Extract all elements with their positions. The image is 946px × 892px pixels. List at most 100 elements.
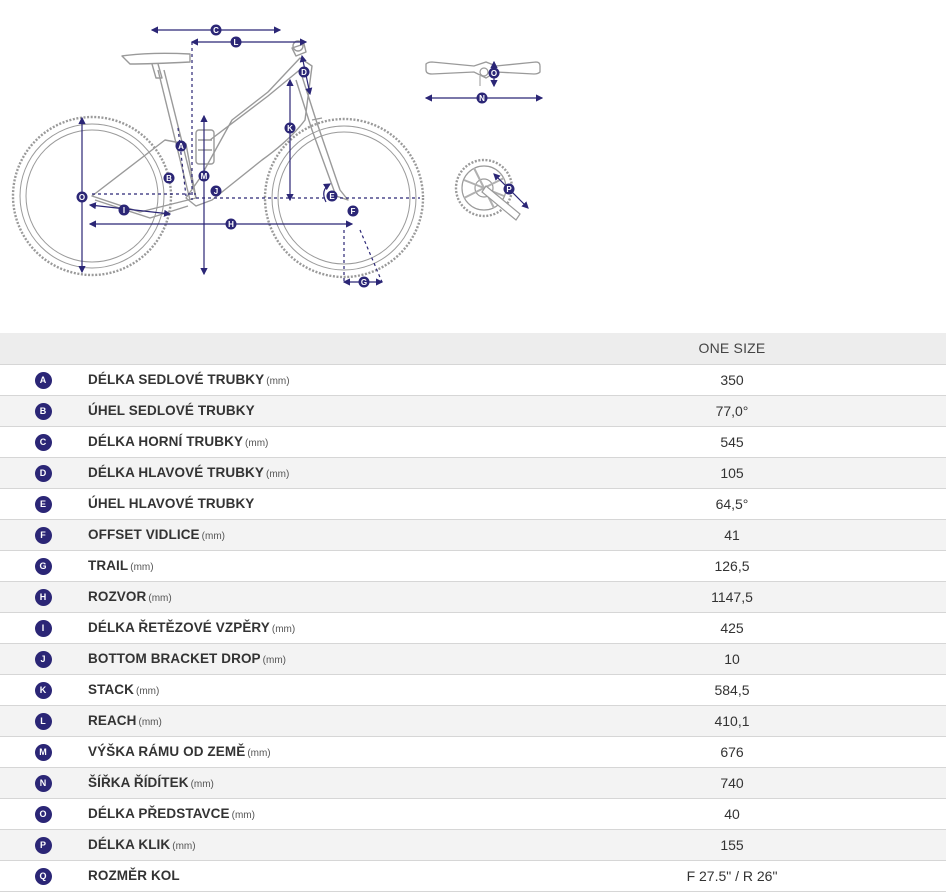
table-row: O DÉLKA PŘEDSTAVCE(mm) 40 (0, 798, 946, 830)
svg-text:P: P (506, 185, 512, 194)
bike-geometry-diagram: C L D K A M B J O E F I H G N O (0, 0, 946, 330)
svg-text:I: I (123, 206, 125, 215)
row-label: ŠÍŘKA ŘÍDÍTEK (88, 774, 189, 790)
row-letter-badge: E (34, 496, 52, 513)
svg-text:E: E (329, 192, 335, 201)
marker-c: C (210, 24, 222, 36)
row-label: VÝŠKA RÁMU OD ZEMĚ (88, 743, 246, 759)
row-letter-badge: K (34, 682, 52, 699)
rear-wheel (11, 115, 173, 277)
row-unit: (mm) (247, 747, 271, 759)
row-unit: (mm) (172, 840, 196, 852)
row-label: DÉLKA HLAVOVÉ TRUBKY (88, 464, 265, 480)
row-label: ÚHEL SEDLOVÉ TRUBKY (88, 402, 255, 418)
table-row: K STACK(mm) 584,5 (0, 674, 946, 706)
row-value: 740 (518, 767, 946, 799)
marker-g: G (358, 276, 370, 288)
row-letter-badge: D (34, 465, 52, 482)
marker-e: E (326, 190, 338, 202)
row-label: TRAIL (88, 557, 129, 573)
marker-f: F (347, 205, 359, 217)
row-unit: (mm) (245, 437, 269, 449)
table-header-row: ONE SIZE (0, 333, 946, 365)
row-letter-badge: N (34, 775, 52, 792)
row-label: ÚHEL HLAVOVÉ TRUBKY (88, 495, 255, 511)
handlebar-detail: N O (424, 60, 544, 104)
row-label: STACK (88, 681, 134, 697)
row-unit: (mm) (262, 654, 286, 666)
svg-text:G: G (361, 278, 367, 287)
table-row: B ÚHEL SEDLOVÉ TRUBKY 77,0° (0, 395, 946, 427)
table-row: N ŠÍŘKA ŘÍDÍTEK(mm) 740 (0, 767, 946, 799)
svg-text:D: D (301, 68, 307, 77)
row-letter-badge: O (34, 806, 52, 823)
row-label: DÉLKA ŘETĚZOVÉ VZPĚRY (88, 619, 270, 635)
marker-j: J (210, 185, 222, 197)
table-row: L REACH(mm) 410,1 (0, 705, 946, 737)
marker-i: I (118, 204, 130, 216)
marker-n: N (476, 92, 488, 104)
table-row: Q ROZMĚR KOL F 27.5" / R 26" (0, 860, 946, 892)
row-letter-badge: C (34, 434, 52, 451)
row-unit: (mm) (266, 468, 290, 480)
svg-text:N: N (479, 94, 485, 103)
row-label: ROZMĚR KOL (88, 867, 180, 883)
bike-geometry-illustration: C L D K A M B J O E F I H G N O (11, 24, 544, 288)
row-unit: (mm) (136, 685, 160, 697)
row-letter-badge: L (34, 713, 52, 730)
size-column-header: ONE SIZE (518, 333, 946, 365)
marker-o-wheel: O (76, 191, 88, 203)
row-unit: (mm) (231, 809, 255, 821)
row-letter-badge: A (34, 372, 52, 389)
row-value: 350 (518, 364, 946, 396)
marker-m: M (198, 170, 210, 182)
front-wheel (263, 117, 425, 279)
marker-d: D (298, 66, 310, 78)
svg-text:C: C (213, 26, 219, 35)
svg-text:A: A (178, 142, 184, 151)
row-letter-badge: Q (34, 868, 52, 885)
row-label: DÉLKA PŘEDSTAVCE (88, 805, 230, 821)
svg-text:O: O (79, 193, 85, 202)
marker-l: L (230, 36, 242, 48)
dimension-lines (78, 26, 420, 286)
row-value: 41 (518, 519, 946, 551)
svg-text:B: B (166, 174, 172, 183)
row-value: 10 (518, 643, 946, 675)
row-value: 425 (518, 612, 946, 644)
svg-text:K: K (287, 124, 293, 133)
row-letter-badge: H (34, 589, 52, 606)
row-label: OFFSET VIDLICE (88, 526, 200, 542)
row-value: 126,5 (518, 550, 946, 582)
marker-a: A (175, 140, 187, 152)
row-letter-badge: J (34, 651, 52, 668)
row-letter-badge: G (34, 558, 52, 575)
row-label: DÉLKA SEDLOVÉ TRUBKY (88, 371, 265, 387)
row-unit: (mm) (130, 561, 154, 573)
row-value: F 27.5" / R 26" (518, 860, 946, 892)
row-unit: (mm) (271, 623, 296, 635)
row-value: 410,1 (518, 705, 946, 737)
marker-o: O (488, 67, 500, 79)
marker-h: H (225, 218, 237, 230)
row-unit: (mm) (190, 778, 214, 790)
row-unit: (mm) (138, 716, 162, 728)
row-letter-badge: B (34, 403, 52, 420)
row-value: 77,0° (518, 395, 946, 427)
svg-text:L: L (234, 38, 239, 47)
row-label: REACH (88, 712, 137, 728)
row-label: DÉLKA HORNÍ TRUBKY (88, 433, 244, 449)
svg-text:H: H (228, 220, 234, 229)
diagram-markers: C L D K A M B J O E F I H G (76, 24, 370, 288)
row-value: 40 (518, 798, 946, 830)
marker-k: K (284, 122, 296, 134)
row-value: 584,5 (518, 674, 946, 706)
